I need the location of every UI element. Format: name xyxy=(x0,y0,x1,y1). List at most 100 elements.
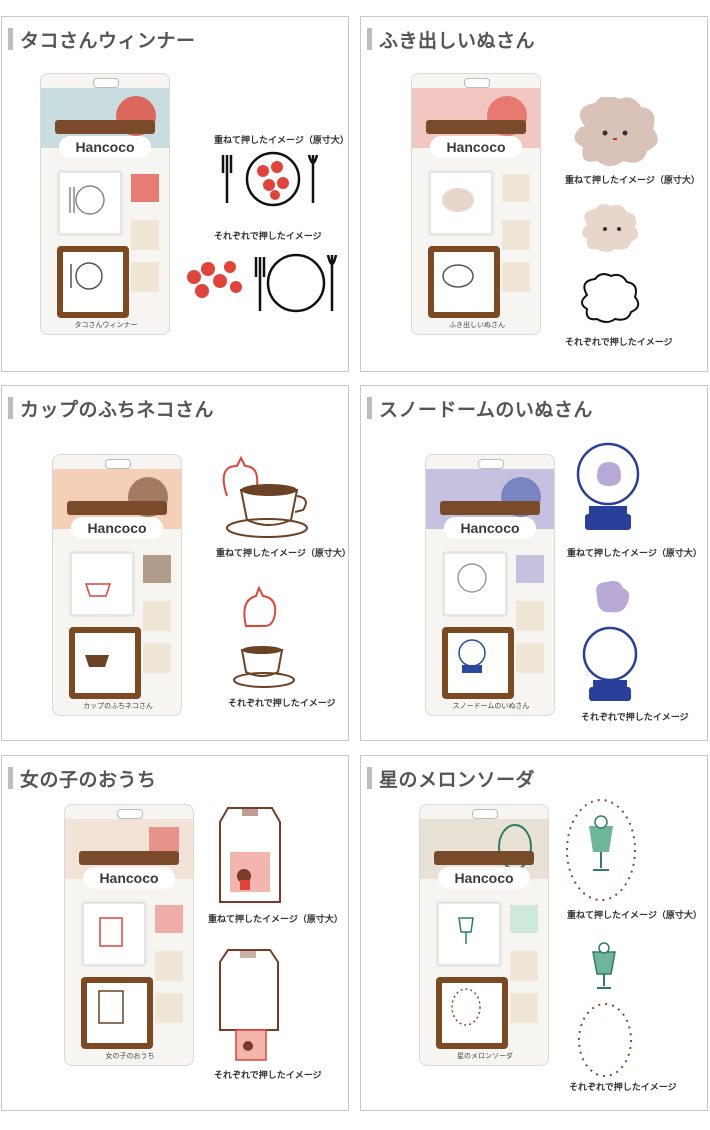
overlay-caption: 重ねて押したイメージ（原寸大） xyxy=(567,549,702,559)
product-panel: スノードームのいぬさん Hancoco スノードームのいぬさん 重ねて押したイメ… xyxy=(360,385,708,741)
product-title: カップのふちネコさん xyxy=(8,396,215,421)
product-panel: ふき出しいぬさん Hancoco ふき出しいぬさん 重ねて押したイメージ（原寸大… xyxy=(360,16,708,372)
stamp-bottom xyxy=(442,627,514,699)
overlay-stamp-image xyxy=(222,456,308,538)
title-bar xyxy=(367,767,372,789)
product-title-text: タコさんウィンナー xyxy=(20,29,196,52)
product-title: 星のメロンソーダ xyxy=(367,766,536,791)
product-panel: 女の子のおうち Hancoco 女の子のおうち 重ねて押したイメージ（原寸大） … xyxy=(1,755,349,1111)
hang-hole xyxy=(464,78,490,88)
stamp-bottom xyxy=(81,977,153,1049)
separate-caption: それぞれで押したイメージ xyxy=(565,338,673,348)
package-label: スノードームのいぬさん xyxy=(452,702,530,710)
hang-hole xyxy=(117,809,143,819)
package-label: 女の子のおうち xyxy=(105,1052,155,1060)
product-title: 女の子のおうち xyxy=(8,766,157,791)
separate-caption: それぞれで押したイメージ xyxy=(214,1071,322,1081)
hang-hole xyxy=(472,809,498,819)
package-card[interactable]: Hancoco スノードームのいぬさん xyxy=(425,454,555,716)
hang-hole xyxy=(105,459,131,469)
overlay-stamp-image xyxy=(221,151,319,207)
brand-logo: Hancoco xyxy=(59,136,151,158)
stamp-bottom xyxy=(69,627,141,699)
overlay-caption: 重ねて押したイメージ（原寸大） xyxy=(208,915,343,925)
title-bar xyxy=(8,767,13,789)
overlay-caption: 重ねて押したイメージ（原寸大） xyxy=(567,911,702,921)
stamp-bottom xyxy=(428,246,500,318)
overlay-stamp-image xyxy=(574,97,658,166)
package-label: ふき出しいぬさん xyxy=(449,321,505,329)
brand-logo: Hancoco xyxy=(430,136,522,158)
stamp-top xyxy=(436,901,502,967)
stamp-top xyxy=(442,551,508,617)
product-title-text: スノードームのいぬさん xyxy=(379,398,593,421)
stamp-bottom xyxy=(436,977,508,1049)
overlay-caption: 重ねて押したイメージ（原寸大） xyxy=(565,176,700,186)
title-bar xyxy=(8,28,13,50)
title-bar xyxy=(367,397,372,419)
separate-stamp-image-a xyxy=(219,949,279,1031)
separate-stamp-image-b xyxy=(235,1029,267,1061)
stamp-top xyxy=(57,170,123,236)
package-side-art xyxy=(127,170,163,310)
product-panel: タコさんウィンナー Hancoco タコさんウィンナー 重ねて押したイメージ（原… xyxy=(1,16,349,372)
package-side-art xyxy=(139,551,175,691)
separate-caption: それぞれで押したイメージ xyxy=(581,713,689,723)
package-side-art xyxy=(512,551,548,691)
product-title-text: 女の子のおうち xyxy=(20,768,157,791)
package-ribbon xyxy=(79,851,179,865)
separate-caption: それぞれで押したイメージ xyxy=(569,1083,677,1093)
product-title-text: カップのふちネコさん xyxy=(20,398,215,421)
separate-stamp-image-b xyxy=(578,1003,632,1077)
package-ribbon xyxy=(434,851,534,865)
stamp-top xyxy=(428,170,494,236)
package-card[interactable]: Hancoco ふき出しいぬさん xyxy=(411,73,541,335)
title-bar xyxy=(8,397,13,419)
separate-stamp-image-a xyxy=(582,204,639,252)
package-ribbon xyxy=(426,120,526,134)
package-ribbon xyxy=(67,501,167,515)
separate-stamp-image-a xyxy=(592,942,616,989)
package-side-art xyxy=(498,170,534,310)
stamp-bottom xyxy=(57,246,129,318)
separate-caption: それぞれで押したイメージ xyxy=(214,232,322,242)
separate-stamp-image-b xyxy=(233,646,295,688)
overlay-caption: 重ねて押したイメージ（原寸大） xyxy=(214,136,349,146)
product-title-text: ふき出しいぬさん xyxy=(379,29,536,52)
separate-stamp-image-b xyxy=(582,626,638,701)
package-card[interactable]: Hancoco タコさんウィンナー xyxy=(40,73,170,335)
overlay-stamp-image xyxy=(566,799,636,901)
package-ribbon xyxy=(440,501,540,515)
package-label: 星のメロンソーダ xyxy=(457,1052,513,1060)
package-label: タコさんウィンナー xyxy=(74,321,138,329)
stamp-top xyxy=(69,551,135,617)
brand-logo: Hancoco xyxy=(71,517,163,539)
package-side-art xyxy=(151,901,187,1041)
product-title: タコさんウィンナー xyxy=(8,27,196,52)
product-panel: 星のメロンソーダ Hancoco 星のメロンソーダ 重ねて押したイメージ（原寸大… xyxy=(360,755,708,1111)
hang-hole xyxy=(93,78,119,88)
overlay-stamp-image xyxy=(576,442,640,530)
separate-stamp-image-a xyxy=(243,585,277,627)
package-label: カップのふちネコさん xyxy=(83,702,153,710)
package-card[interactable]: Hancoco カップのふちネコさん xyxy=(52,454,182,716)
title-bar xyxy=(367,28,372,50)
product-panel: カップのふちネコさん Hancoco カップのふちネコさん 重ねて押したイメージ… xyxy=(1,385,349,741)
product-title: スノードームのいぬさん xyxy=(367,396,593,421)
separate-stamp-image xyxy=(187,253,338,313)
separate-caption: それぞれで押したイメージ xyxy=(228,699,336,709)
product-title-text: 星のメロンソーダ xyxy=(379,768,536,791)
brand-logo: Hancoco xyxy=(438,867,530,889)
brand-logo: Hancoco xyxy=(83,867,175,889)
separate-stamp-image-b xyxy=(581,273,640,323)
product-title: ふき出しいぬさん xyxy=(367,27,536,52)
overlay-caption: 重ねて押したイメージ（原寸大） xyxy=(216,549,349,559)
package-card[interactable]: Hancoco 女の子のおうち xyxy=(64,804,194,1066)
separate-stamp-image-a xyxy=(596,580,630,613)
hang-hole xyxy=(478,459,504,469)
package-card[interactable]: Hancoco 星のメロンソーダ xyxy=(419,804,549,1066)
package-ribbon xyxy=(55,120,155,134)
stamp-top xyxy=(81,901,147,967)
package-side-art xyxy=(506,901,542,1041)
brand-logo: Hancoco xyxy=(444,517,536,539)
